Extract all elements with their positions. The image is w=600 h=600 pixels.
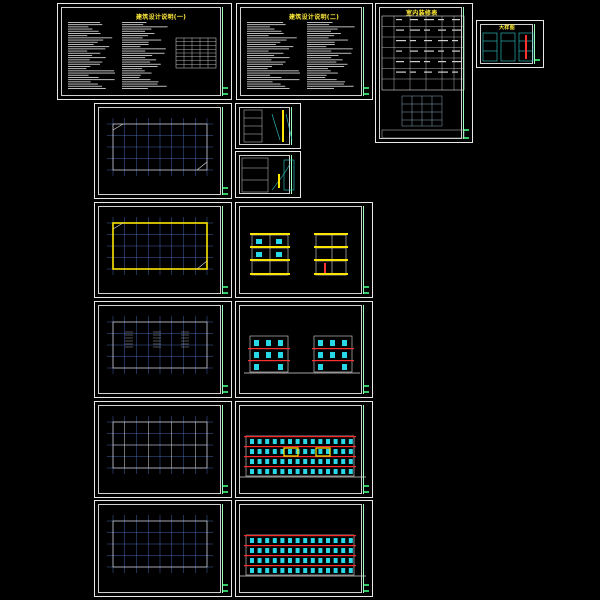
sheet-design-notes-2: 建筑设计说明(二) [236,3,373,100]
elevation-drawing [244,335,360,374]
sheet-second-floor-plan [94,301,232,398]
sheet-finish-schedule: 室内装修表 [375,3,473,143]
sheet-ground-floor-plan [94,202,232,298]
sheet-third-floor-plan [94,401,232,498]
stair-section [243,109,293,143]
sheet-title: 室内装修表 [406,10,438,17]
elevation-drawing [240,534,366,577]
stair-plan [241,157,295,193]
sheet-title: 大样图 [499,25,515,31]
sheet-title: 建筑设计说明(二) [289,14,340,21]
sheet-design-notes-1: 建筑设计说明(一) [57,3,232,100]
sheet-roof-plan [94,500,232,597]
sheet-front-elevation [235,401,373,498]
sheet-stair-detail-1 [235,103,301,149]
sheet-side-elevations [235,301,373,398]
detail-drawing [482,32,534,62]
plan-drawing [107,118,213,176]
sheet-foundation-plan [94,103,232,199]
sheet-rear-elevation [235,500,373,597]
elevation-drawing [240,435,366,478]
section-drawing [250,233,348,276]
sheet-title: 建筑设计说明(一) [136,14,187,21]
plan-drawing [107,217,213,275]
sheet-stair-detail-2 [235,151,301,198]
notes-text-block [247,22,355,89]
notes-text-block [68,22,217,89]
plan-drawing [107,515,213,573]
plan-drawing [107,316,213,374]
sheet-detail: 大样图 [476,20,544,68]
finish-schedule-table [381,15,465,139]
plan-drawing [107,416,213,474]
sheet-sections [235,202,373,298]
